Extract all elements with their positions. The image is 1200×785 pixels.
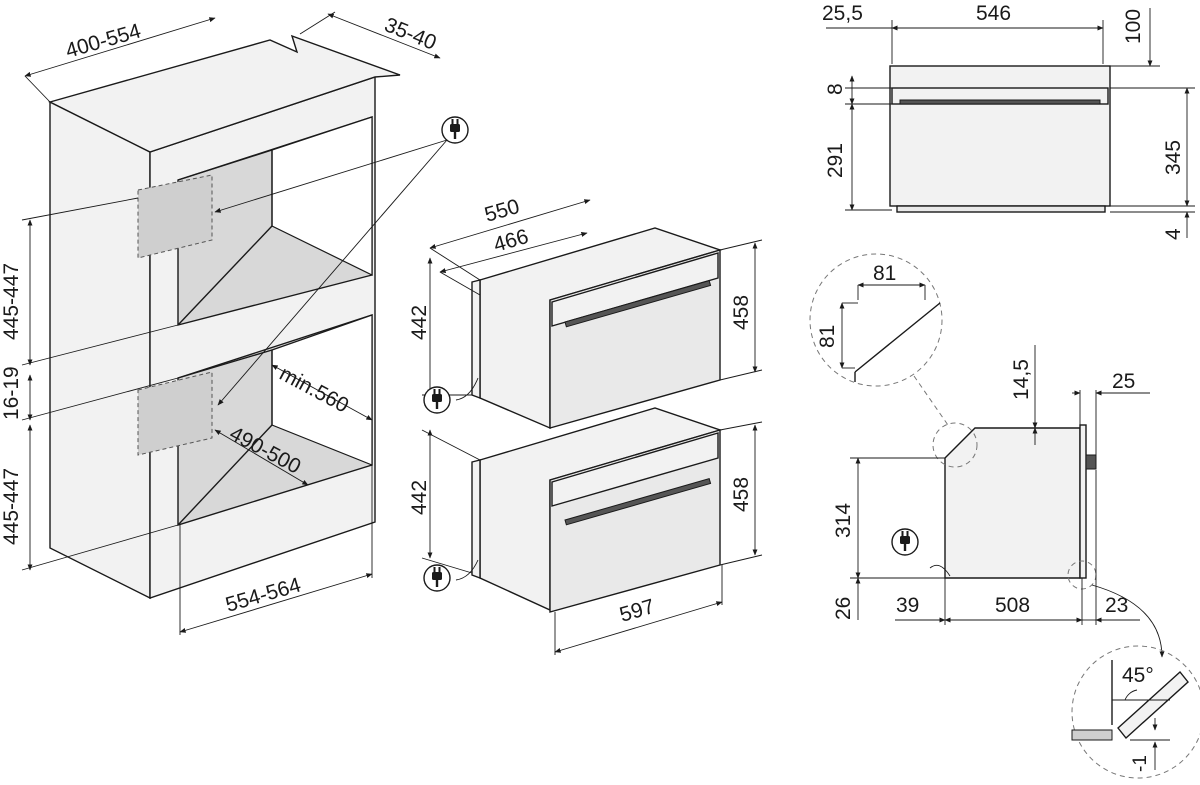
side-back: 23: [1105, 594, 1128, 617]
niche-lower-height: 445-447: [0, 468, 23, 545]
detail-tolerance: -1: [1130, 755, 1151, 772]
oven-lower-height-left: 442: [408, 480, 431, 515]
side-base: 26: [832, 597, 855, 620]
plug-icon: [423, 386, 451, 414]
front-view-top-height: 100: [1122, 9, 1145, 44]
oven-lower-height-right: 458: [730, 477, 753, 512]
cabinet-niche: [21, 11, 448, 635]
detail-width: 81: [873, 262, 896, 285]
niche-upper-height: 445-447: [0, 263, 23, 340]
side-front-depth: 39: [896, 594, 919, 617]
side-body-height: 314: [832, 503, 855, 538]
front-view: [826, 8, 1195, 238]
side-door-thickness: 25: [1112, 370, 1135, 393]
electrical-area-upper: [137, 174, 213, 259]
plug-icon: [891, 528, 919, 556]
niche-top-offset: 35-40: [381, 13, 439, 54]
front-view-offset: 25,5: [822, 2, 863, 25]
electrical-area-lower: [137, 371, 213, 456]
plug-icon: [423, 564, 451, 592]
side-top-gap: 14,5: [1010, 359, 1033, 400]
front-view-total: 345: [1162, 140, 1185, 175]
niche-width: 554-564: [223, 573, 304, 616]
detail-angle: 45°: [1122, 664, 1154, 687]
niche-depth-range: 400-554: [63, 19, 144, 62]
oven-front-width: 597: [617, 595, 657, 627]
oven-upper-height-right: 458: [730, 295, 753, 330]
front-view-strip: 8: [824, 83, 847, 95]
side-depth: 508: [995, 594, 1030, 617]
side-view: [809, 253, 1200, 779]
oven-upper-inner-depth: 466: [491, 225, 531, 257]
niche-gap: 16-19: [0, 366, 23, 420]
upper-oven: [422, 199, 763, 430]
plug-icon: [441, 116, 469, 144]
oven-upper-height-left: 442: [408, 305, 431, 340]
lower-oven: [421, 407, 763, 655]
front-view-body: 291: [824, 143, 847, 178]
front-view-width: 546: [976, 2, 1011, 25]
front-view-bottom: 4: [1162, 228, 1185, 240]
detail-height: 81: [816, 325, 839, 348]
